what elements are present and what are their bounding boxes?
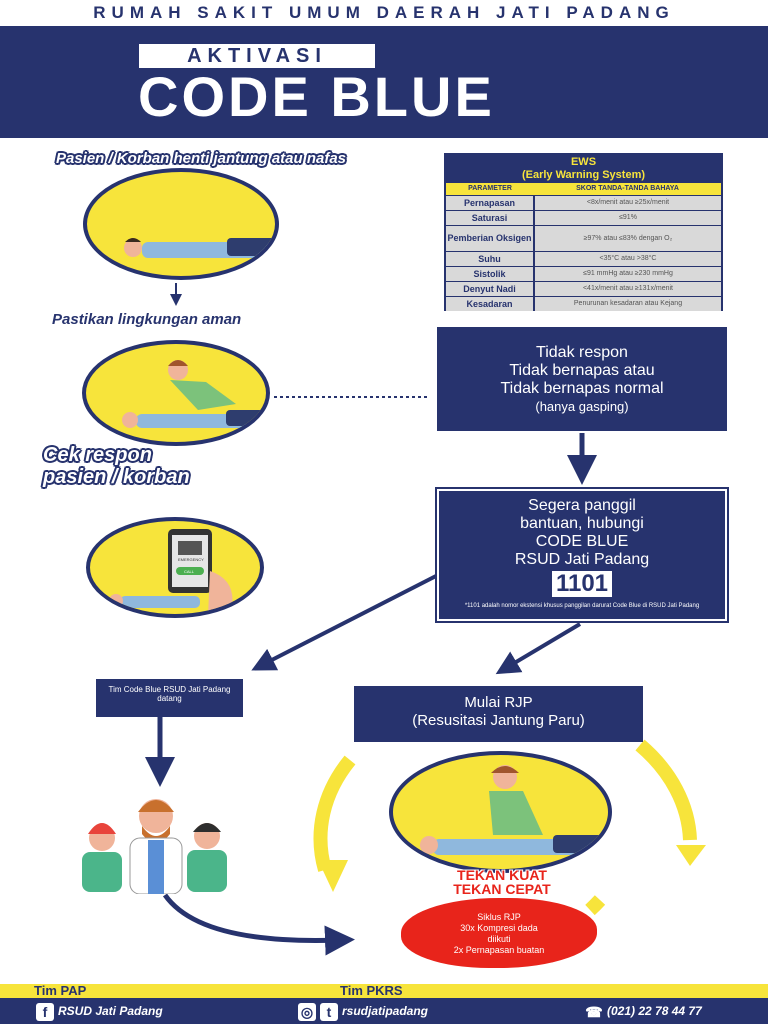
check-label-line1: Cek respon xyxy=(43,444,152,466)
status-line3: Tidak bernapas normal xyxy=(500,380,664,397)
victim-label: Pasien / Korban henti jantung atau nafas xyxy=(55,150,347,167)
siklus-title: Siklus RJP xyxy=(477,912,521,922)
emergency-number: 1101 xyxy=(551,571,613,597)
ews-value: <8x/menit atau ≥25x/menit xyxy=(534,194,721,210)
code-blue-title: CODE BLUE xyxy=(138,65,495,128)
call-line4: RSUD Jati Padang xyxy=(514,551,650,568)
ews-param: Denyut Nadi xyxy=(446,280,535,296)
rjp-line2: (Resusitasi Jantung Paru) xyxy=(412,712,585,729)
ews-param: Saturasi xyxy=(446,209,535,225)
footer-phone-text: (021) 22 78 44 77 xyxy=(607,1004,702,1018)
phone-call-text: CALL xyxy=(184,569,195,574)
arrow-team-to-rjp xyxy=(162,893,355,956)
phone-emergency-text: EMERGENCY xyxy=(178,557,204,562)
call-note: *1101 adalah nomor ekstensi khusus pangg… xyxy=(464,603,700,609)
team-box: Tim Code Blue RSUD Jati Padang datang xyxy=(96,679,243,717)
ews-param: Pemberian Oksigen xyxy=(446,224,535,251)
siklus-line3: 2x Pernapasan buatan xyxy=(453,945,545,955)
footer-label-pap: Tim PAP xyxy=(34,983,87,998)
footer-phone[interactable]: ☎ (021) 22 78 44 77 xyxy=(585,1001,702,1021)
tekan-line1: TEKAN KUAT xyxy=(457,867,547,883)
call-line3: CODE BLUE xyxy=(535,533,629,550)
status-line2: Tidak bernapas atau xyxy=(509,362,655,379)
ews-param: Pernapasan xyxy=(446,194,535,210)
cycle-arrow-left xyxy=(313,755,356,872)
ews-value: ≥97% atau ≤83% dengan O₂ xyxy=(534,224,721,251)
instagram-icon: ◎ xyxy=(298,1002,316,1021)
status-box: Tidak respon Tidak bernapas atau Tidak b… xyxy=(437,327,727,431)
cpr-illustration xyxy=(389,751,612,873)
check-label: Cek respon pasien / korban xyxy=(43,444,303,488)
ews-col-param: PARAMETER xyxy=(446,183,534,195)
rjp-line1: Mulai RJP xyxy=(464,694,533,711)
hospital-title: RUMAH SAKIT UMUM DAERAH JATI PADANG xyxy=(93,3,675,22)
tekan-text: TEKAN KUAT TEKAN CEPAT xyxy=(437,868,567,896)
siklus-rjp: Siklus RJP 30x Kompresi dada diikuti 2x … xyxy=(401,898,597,968)
victim-illustration xyxy=(83,168,279,280)
ews-param: Suhu xyxy=(446,250,535,266)
cycle-arrow-right xyxy=(635,739,697,841)
ews-grid: PARAMETER SKOR TANDA-TANDA BAHAYA Pernap… xyxy=(446,183,721,311)
facebook-icon: f xyxy=(36,1002,54,1021)
tekan-line2: TEKAN CEPAT xyxy=(453,881,551,897)
check-illustration xyxy=(82,340,270,446)
siklus-line2: diikuti xyxy=(487,934,511,944)
ews-table: EWS (Early Warning System) PARAMETER SKO… xyxy=(444,153,723,311)
phone-icon: ☎ xyxy=(585,1003,603,1020)
safe-label: Pastikan lingkungan aman xyxy=(52,311,242,328)
footer-label-pkrs: Tim PKRS xyxy=(340,983,403,998)
twitter-icon: t xyxy=(320,1002,338,1021)
footer-social-text: rsudjatipadang xyxy=(342,1004,429,1018)
footer-social[interactable]: ◎t rsudjatipadang xyxy=(298,1001,428,1021)
arrow-to-rjp xyxy=(495,622,582,675)
footer-yellow-bar xyxy=(0,984,768,998)
check-label-line2: pasien / korban xyxy=(43,466,190,488)
medical-team-illustration xyxy=(82,799,227,894)
aktivasi-label: AKTIVASI xyxy=(139,44,375,68)
ews-param: Kesadaran xyxy=(446,295,535,311)
footer-facebook-text: RSUD Jati Padang xyxy=(58,1004,163,1018)
arrow-to-team xyxy=(251,574,437,671)
status-line4: (hanya gasping) xyxy=(535,399,629,414)
call-line2: bantuan, hubungi xyxy=(520,515,644,532)
footer-facebook[interactable]: f RSUD Jati Padang xyxy=(36,1001,163,1021)
ews-param: Sistolik xyxy=(446,265,535,281)
ews-value: ≤91 mmHg atau ≥230 mmHg xyxy=(534,265,721,281)
rjp-box: Mulai RJP (Resusitasi Jantung Paru) xyxy=(354,686,643,742)
ews-value: Penurunan kesadaran atau Kejang xyxy=(534,295,721,311)
ews-header: EWS (Early Warning System) xyxy=(446,155,721,183)
checking-person-icon xyxy=(122,360,266,428)
ews-value: ≤91% xyxy=(534,209,721,225)
status-line1: Tidak respon xyxy=(536,344,628,361)
ews-subtitle: (Early Warning System) xyxy=(521,169,646,181)
footer-band xyxy=(0,998,768,1024)
call-line1: Segera panggil xyxy=(528,497,636,514)
call-box: Segera panggil bantuan, hubungi CODE BLU… xyxy=(435,487,729,623)
siklus-line1: 30x Kompresi dada xyxy=(460,923,538,933)
ews-value: <41x/menit atau ≥131x/menit xyxy=(534,280,721,296)
ews-title: EWS xyxy=(570,156,597,168)
ews-col-score: SKOR TANDA-TANDA BAHAYA xyxy=(534,183,721,195)
ews-value: <35°C atau >38°C xyxy=(534,250,721,266)
phone-illustration: EMERGENCY CALL xyxy=(86,517,264,618)
phone-call-icon xyxy=(109,529,233,614)
header-band xyxy=(0,26,768,138)
